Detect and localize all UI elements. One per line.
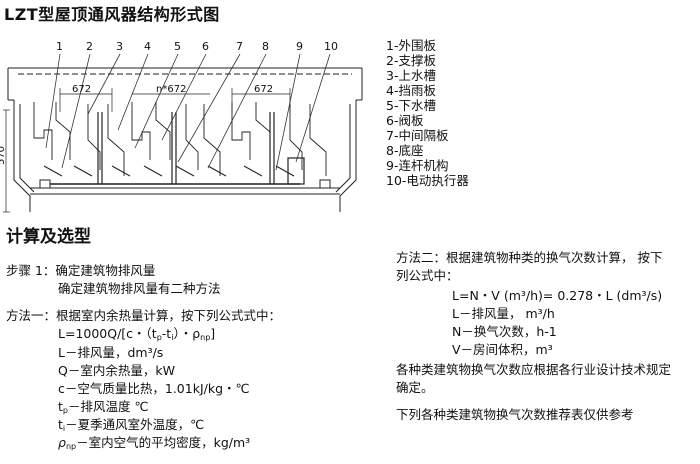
part-number: 3: [116, 40, 123, 53]
method1-intro: 方法一：根据室内余热量计算，按下列公式式中：: [6, 308, 282, 323]
dimension-label: 672: [72, 84, 92, 95]
structure-drawing: [3, 53, 363, 213]
legend-item: 6-阀板: [386, 113, 424, 128]
part-number: 8: [262, 40, 269, 53]
dimension-label: 672: [254, 84, 274, 95]
legend-item: 10-电动执行器: [386, 173, 469, 188]
legend-item: 2-支撑板: [386, 53, 436, 68]
valve-plates: [43, 165, 295, 177]
method2-reference-note: 下列各种类建筑物换气次数推荐表仅供参考: [396, 407, 634, 422]
legend-item: 5-下水槽: [386, 98, 436, 113]
legend-item: 1-外围板: [386, 38, 436, 53]
method1-def: Q－室内余热量，kW: [58, 363, 175, 378]
middle-partitions: [97, 112, 275, 184]
method1-formula: L=1000Q/[c・（tp-ti）・ρnp]: [58, 326, 216, 342]
page-title: LZT型屋顶通风器结构形式图: [4, 5, 220, 24]
section-title: 计算及选型: [6, 227, 91, 247]
legend-item: 4-挡雨板: [386, 83, 436, 98]
method2-note-cont: 确定。: [396, 380, 434, 395]
method2-def: V－房间体积，m³: [452, 342, 553, 357]
legend-item: 8-底座: [386, 143, 424, 158]
method2-def: L－排风量， m³/h: [452, 306, 555, 321]
part-number: 5: [174, 40, 181, 53]
legend-item: 9-连杆机构: [386, 158, 449, 173]
legend-item: 3-上水槽: [386, 68, 436, 83]
part-number-row: 1 2 3 4 5 6 7 8 9 10: [0, 40, 370, 56]
dimension-lines: [3, 88, 291, 213]
method2-note: 各种类建筑物换气次数应根据各行业设计技术规定: [396, 362, 672, 377]
step1-line2: 确定建筑物排风量有二种方法: [58, 281, 221, 296]
part-number: 1: [56, 40, 63, 53]
part-number: 9: [296, 40, 303, 53]
parts-legend: 1-外围板 2-支撑板 3-上水槽 4-挡雨板 5-下水槽 6-阀板 7-中间隔…: [386, 38, 469, 188]
method1-def: c－空气质量比热，1.01kJ/kg・℃: [58, 381, 250, 396]
hood-outline: [7, 67, 363, 101]
step1-label: 步骤 1：确定建筑物排风量: [6, 263, 156, 278]
outer-wall-panels: [13, 100, 357, 212]
dimension-label: n*672: [156, 84, 187, 95]
method1-def-ti: ti－夏季通风室外温度，℃: [58, 417, 205, 433]
method1-def-tp: tp－排风温度 ℃: [58, 399, 149, 415]
method2-formula: L=N・V (m³/h)= 0.278・L (dm³/s): [452, 288, 663, 303]
method2-intro-cont: 列公式中：: [396, 268, 459, 283]
method2-def: N－换气次数，h-1: [452, 324, 557, 339]
leader-lines: [45, 53, 331, 171]
part-number: 6: [202, 40, 209, 53]
method2-intro: 方法二：根据建筑物种类的换气次数计算， 按下: [396, 250, 663, 265]
part-number: 10: [324, 40, 338, 53]
electric-actuator: [287, 157, 305, 185]
part-number: 2: [86, 40, 93, 53]
base-frame: [30, 179, 340, 195]
dimension-label: 570: [0, 145, 8, 166]
method1-def-rho: ρnp－室内空气的平均密度，kg/m³: [58, 435, 251, 451]
part-number: 7: [236, 40, 243, 53]
method1-def: L－排风量，dm³/s: [58, 345, 164, 360]
legend-item: 7-中间隔板: [386, 128, 449, 143]
part-number: 4: [144, 40, 151, 53]
